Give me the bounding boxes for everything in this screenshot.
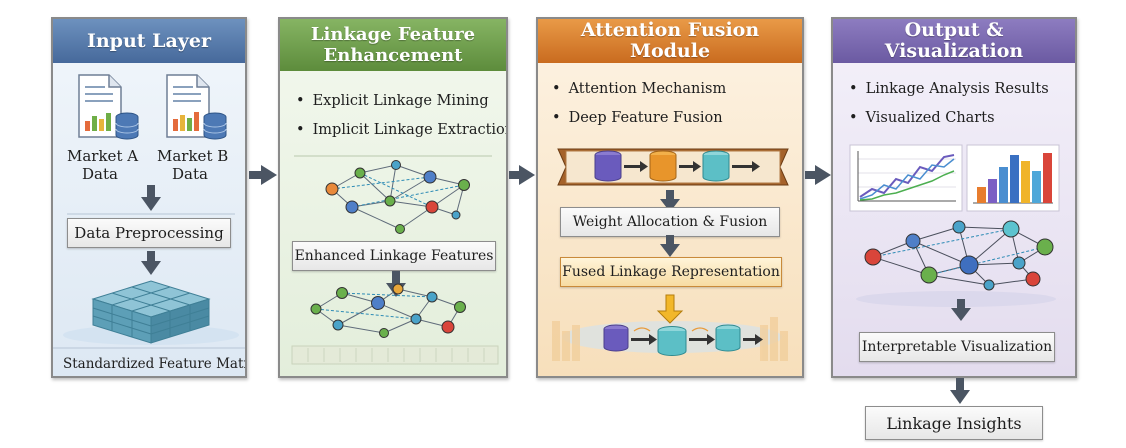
linkage-insights-box: Linkage Insights xyxy=(865,406,1043,440)
line-chart-icon xyxy=(849,144,963,212)
arrow-down-icon xyxy=(141,185,161,211)
attention-bullet-list: Attention Mechanism Deep Feature Fusion xyxy=(552,75,727,133)
fused-linkage-representation-box: Fused Linkage Representation xyxy=(560,257,782,287)
divider-line xyxy=(294,155,492,157)
cylinder-pipeline-icon xyxy=(557,148,789,186)
arrow-down-icon xyxy=(951,299,971,321)
arrow-right-icon xyxy=(509,165,535,185)
arrow-down-icon xyxy=(141,251,161,275)
divider-line xyxy=(67,213,235,215)
bullet-attention-mechanism: Attention Mechanism xyxy=(552,75,727,104)
network-graph-icon xyxy=(856,220,1056,307)
bar-chart-icon xyxy=(966,144,1060,212)
feature-strip-decoration xyxy=(291,345,499,365)
bullet-deep-feature-fusion: Deep Feature Fusion xyxy=(552,104,726,133)
bullet-implicit-linkage-extraction: Implicit Linkage Extraction xyxy=(296,116,506,145)
bullet-explicit-linkage-mining: Explicit Linkage Mining xyxy=(296,87,506,116)
arrow-down-icon xyxy=(660,190,680,212)
arrow-right-icon xyxy=(249,165,277,185)
bullet-visualized-charts: Visualized Charts xyxy=(849,104,1049,133)
bullet-linkage-analysis-results: Linkage Analysis Results xyxy=(849,75,1049,104)
weight-allocation-fusion-box: Weight Allocation & Fusion xyxy=(560,207,780,237)
arrow-down-icon xyxy=(950,378,970,404)
attention-fusion-module-title: Attention Fusion Module xyxy=(538,19,802,63)
data-cube-icon xyxy=(63,280,239,345)
arrow-right-icon xyxy=(805,165,831,185)
network-graph-icon xyxy=(310,283,466,338)
network-graph-icon xyxy=(325,160,470,234)
output-visualization-title: Output & Visualization xyxy=(833,19,1075,63)
divider-line xyxy=(53,347,245,349)
enhanced-linkage-features-box: Enhanced Linkage Features xyxy=(292,241,496,271)
market-a-document-icon xyxy=(78,74,139,140)
enhancement-bullet-list: Explicit Linkage Mining Implicit Linkage… xyxy=(296,87,506,145)
market-b-document-icon xyxy=(166,74,227,140)
arrow-down-icon xyxy=(660,235,680,257)
output-bullet-list: Linkage Analysis Results Visualized Char… xyxy=(849,75,1049,133)
attention-fusion-module-panel: Attention Fusion Module Attention Mechan… xyxy=(536,17,804,378)
fusion-illustration xyxy=(552,294,788,361)
data-preprocessing-box: Data Preprocessing xyxy=(67,218,231,248)
input-layer-title: Input Layer xyxy=(53,19,245,63)
standardized-feature-matrix-label: Standardized Feature Matrix xyxy=(63,356,247,372)
interpretable-visualization-box: Interpretable Visualization xyxy=(859,332,1055,362)
output-visualization-panel: Output & Visualization Linkage Analysis … xyxy=(831,17,1077,378)
